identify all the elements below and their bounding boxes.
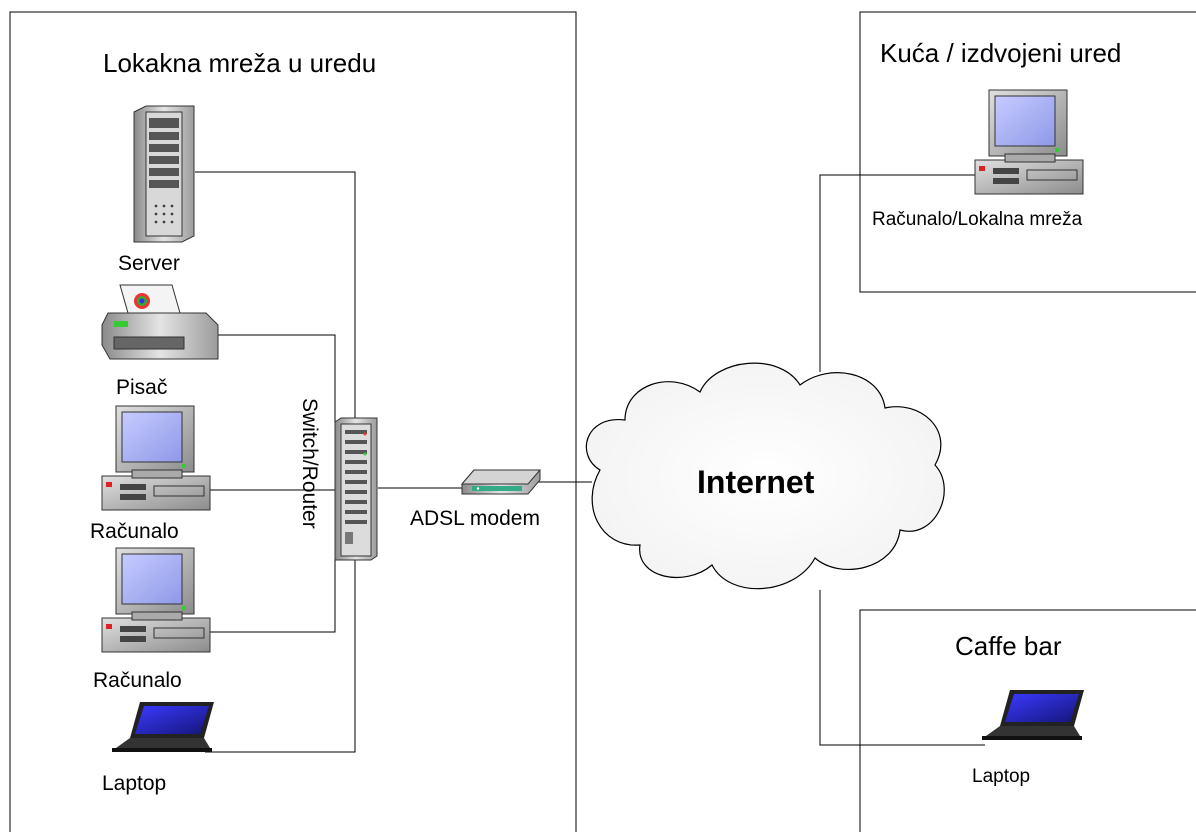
switch-icon — [334, 417, 378, 561]
internet-label: Internet — [697, 464, 815, 500]
computer1-label: Računalo — [90, 520, 179, 543]
printer-label: Pisač — [116, 376, 167, 399]
office-laptop-icon — [112, 702, 214, 752]
home-computer-label: Računalo/Lokalna mreža — [872, 209, 1083, 230]
cafe-title: Caffe bar — [955, 631, 1062, 661]
cafe-laptop-label: Laptop — [972, 766, 1030, 787]
server-link — [195, 171, 356, 420]
internet-home-link — [819, 174, 980, 372]
cafe-laptop-icon — [982, 690, 1084, 740]
computer2-link — [210, 540, 336, 633]
home-region-box — [859, 11, 1196, 293]
computer1-icon — [101, 405, 211, 511]
computer2-icon — [101, 547, 211, 653]
office-region-box — [9, 11, 577, 832]
computer2-label: Računalo — [93, 669, 182, 692]
office-laptop-label: Laptop — [102, 772, 166, 795]
server-label: Server — [118, 252, 180, 275]
laptop-link — [205, 555, 356, 753]
cafe-region-box — [859, 609, 1196, 832]
server-icon — [133, 105, 195, 243]
printer-link — [218, 334, 336, 425]
internet-cafe-link — [819, 590, 985, 746]
home-computer-icon — [974, 89, 1084, 195]
modem-label: ADSL modem — [410, 507, 540, 530]
home-title: Kuća / izdvojeni ured — [880, 38, 1121, 68]
internet-cloud — [585, 362, 945, 590]
office-title: Lokakna mreža u uredu — [103, 48, 376, 78]
switch-label: Switch/Router — [298, 398, 321, 529]
modem-icon — [460, 469, 542, 495]
printer-icon — [101, 284, 219, 360]
connection-lines — [195, 171, 985, 753]
